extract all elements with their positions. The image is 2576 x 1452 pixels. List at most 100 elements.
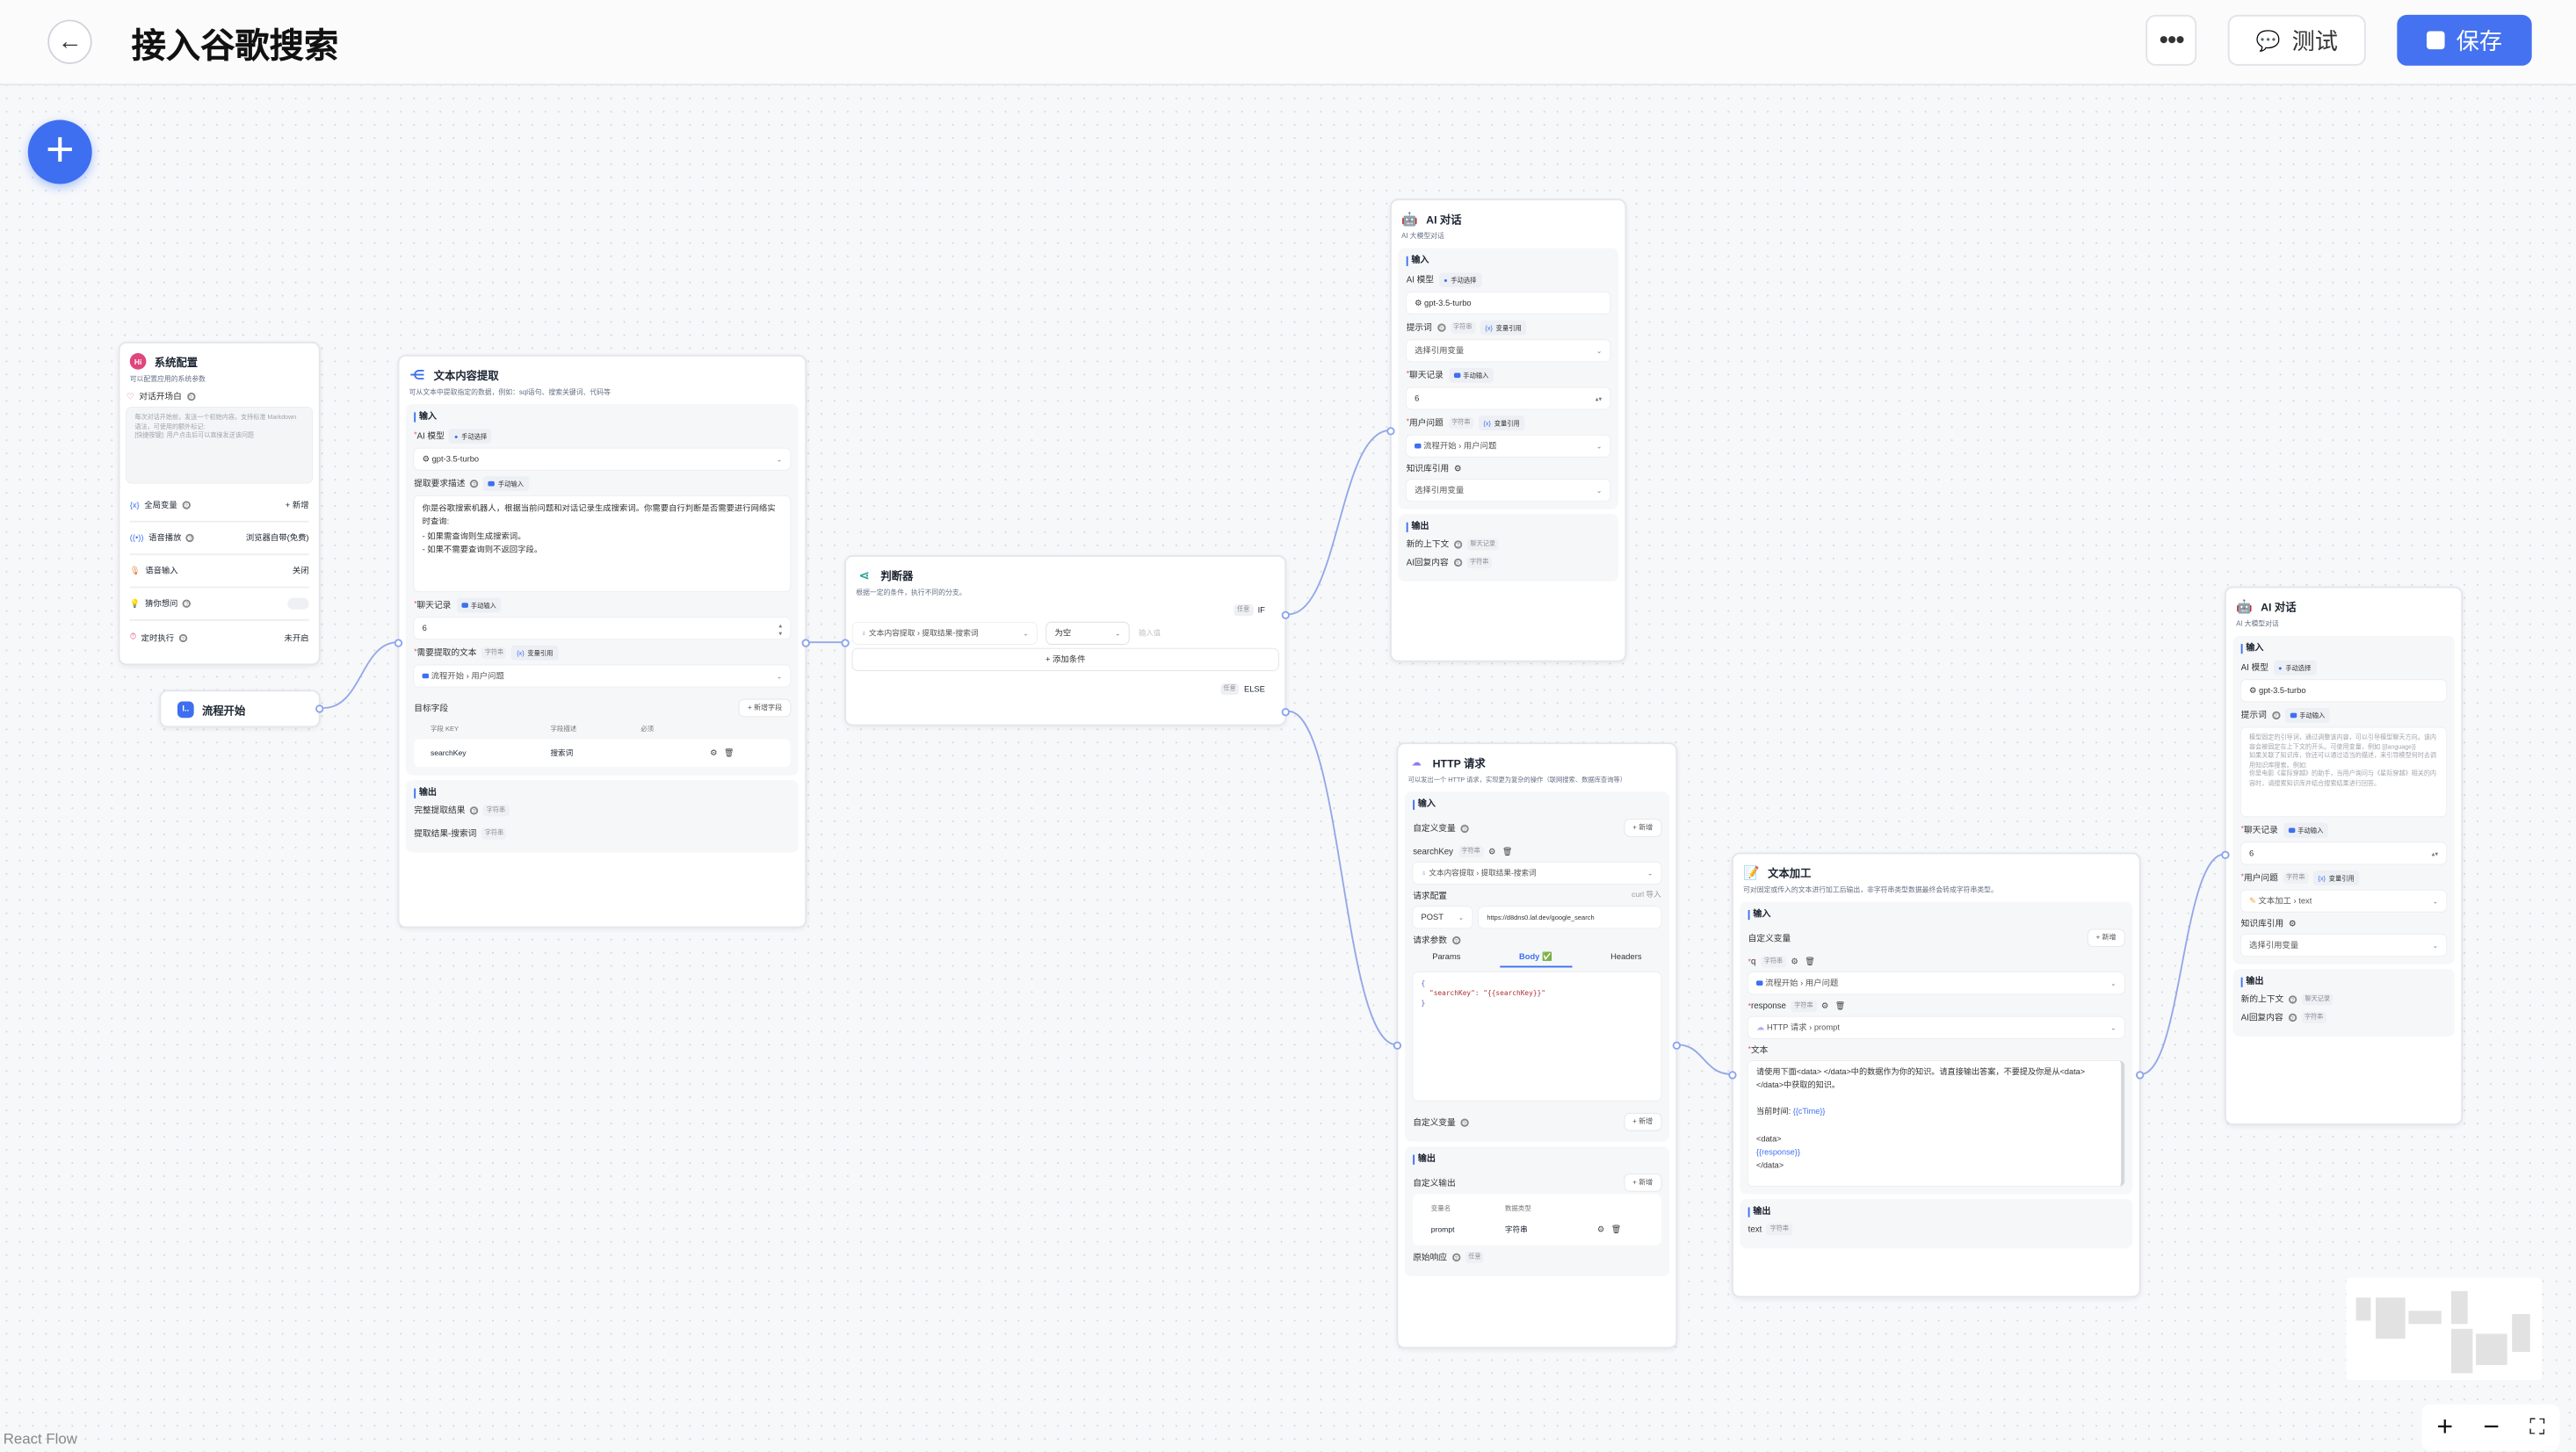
stepper-icon[interactable]: ▴▾ xyxy=(2431,849,2439,858)
node-ai-chat-1[interactable]: 🤖AI 对话 AI 大模型对话 输入 AI 模型●手动选择 ⚙ gpt-3.5-… xyxy=(1386,199,1627,662)
node-text-extract[interactable]: ⋲文本内容提取 可从文本中提取指定的数据，例如：sql语句、搜索关键词、代码等 … xyxy=(394,354,810,928)
test-button[interactable]: 💬测试 xyxy=(2227,14,2366,66)
trash-icon[interactable]: 🗑 xyxy=(1805,957,1816,967)
else-handle[interactable] xyxy=(1281,707,1290,717)
tts-select[interactable]: 浏览器自带(免费) xyxy=(245,533,309,544)
node-flow-start[interactable]: I..流程开始 xyxy=(159,690,324,728)
stepper-icon[interactable]: ▴▾ xyxy=(778,619,783,637)
model-select[interactable]: ⚙ gpt-3.5-turbo xyxy=(2240,680,2447,702)
voice-input-select[interactable]: 关闭 xyxy=(292,567,309,577)
mode-tag[interactable]: {x}变量引用 xyxy=(511,645,559,661)
history-number-input[interactable]: 6▴▾ xyxy=(2240,842,2447,864)
ref-field: 用户问题 xyxy=(471,671,504,683)
input-handle[interactable] xyxy=(2221,850,2230,860)
add-var-button[interactable]: + 新增 xyxy=(2088,929,2124,947)
tab-params[interactable]: Params xyxy=(1432,952,1461,963)
more-button[interactable]: ●●● xyxy=(2145,14,2197,66)
welcome-textarea[interactable]: 每次对话开始前，发送一个初始内容。支持标准 Markdown 语法，可使用的额外… xyxy=(126,407,313,483)
gear-icon[interactable]: ⚙ xyxy=(2288,919,2297,929)
add-output-button[interactable]: + 新增 xyxy=(1624,1174,1661,1191)
trash-icon[interactable]: 🗑 xyxy=(1501,846,1513,857)
mode-tag[interactable]: {x}变量引用 xyxy=(1480,320,1527,336)
var-reference-select[interactable]: 流程开始 › 用户问题⌄ xyxy=(1747,972,2124,994)
question-select[interactable]: 流程开始 › 用户问题⌄ xyxy=(1406,435,1610,457)
extract-description-textarea[interactable]: 你是谷歌搜索机器人，根据当前问题和对话记录生成搜索词。你需要自行判断是否需要进行… xyxy=(414,495,791,592)
zoom-in-button[interactable]: + xyxy=(2436,1411,2454,1442)
mode-tag[interactable]: {x}变量引用 xyxy=(1478,415,1525,430)
condition-value-input[interactable]: 输入值 xyxy=(1138,628,1161,637)
add-global-var-button[interactable]: + 新增 xyxy=(285,501,309,511)
mode-tag[interactable]: 手动输入 xyxy=(455,597,502,613)
gear-icon[interactable]: ⚙ xyxy=(1791,957,1798,967)
method-select[interactable]: POST⌄ xyxy=(1413,907,1473,928)
gear-icon[interactable]: ⚙ xyxy=(1488,846,1496,857)
output-handle[interactable] xyxy=(801,639,810,647)
input-handle[interactable] xyxy=(1393,1041,1402,1050)
schedule-select[interactable]: 未开启 xyxy=(284,632,309,644)
var-reference-select[interactable]: ♁ 文本内容提取 › 提取结果-搜索词⌄ xyxy=(1413,862,1661,885)
input-handle[interactable] xyxy=(1728,1071,1737,1080)
node-text-processing[interactable]: 📝文本加工 可对固定或传入的文本进行加工后输出，非字符串类型数据最终会转成字符串… xyxy=(1728,852,2145,1298)
condition-operator-select[interactable]: 为空⌄ xyxy=(1046,622,1129,645)
output-handle[interactable] xyxy=(1672,1041,1682,1050)
text-reference-select[interactable]: 流程开始 › 用户问题⌄ xyxy=(414,665,791,687)
gear-icon[interactable]: ⚙ xyxy=(710,748,718,759)
prompt-textarea[interactable]: 模型固定的引导词，通过调整该内容，可以引导模型聊天方向。该内容会被固定在上下文的… xyxy=(2240,727,2447,817)
question-select[interactable]: ✎ 文本加工 › text⌄ xyxy=(2240,890,2447,912)
trash-icon[interactable]: 🗑 xyxy=(723,748,734,759)
add-condition-button[interactable]: + 添加条件 xyxy=(852,648,1278,670)
tab-headers[interactable]: Headers xyxy=(1610,952,1642,963)
url-input[interactable]: https://d8dns0.laf.dev/google_search xyxy=(1479,907,1661,928)
var-reference-select[interactable]: ☁ HTTP 请求 › prompt⌄ xyxy=(1747,1016,2124,1038)
input-handle[interactable] xyxy=(841,639,850,647)
curl-import-link[interactable]: curl 导入 xyxy=(1632,890,1661,899)
input-icon xyxy=(1453,372,1460,379)
stepper-icon[interactable]: ▴▾ xyxy=(1595,394,1603,403)
zoom-out-button[interactable]: − xyxy=(2483,1411,2500,1442)
text-template-editor[interactable]: 请使用下面<data> </data>中的数据作为你的知识。请直接输出答案，不要… xyxy=(1747,1061,2124,1187)
prompt-select[interactable]: 选择引用变量⌄ xyxy=(1406,340,1610,362)
model-select[interactable]: ⚙ gpt-3.5-turbo xyxy=(1406,292,1610,314)
history-number-input[interactable]: 6▴▾ xyxy=(1406,387,1610,409)
add-node-button[interactable]: + xyxy=(27,119,92,184)
output-handle[interactable] xyxy=(2136,1071,2145,1080)
output-handle[interactable] xyxy=(315,704,324,713)
add-var-button[interactable]: + 新增 xyxy=(1624,820,1661,836)
node-ai-chat-2[interactable]: 🤖AI 对话 AI 大模型对话 输入 AI 模型●手动选择 ⚙ gpt-3.5-… xyxy=(2221,586,2464,1125)
add-field-button[interactable]: + 新增字段 xyxy=(739,699,791,717)
body-editor[interactable]: { "searchKey": "{{searchKey}}"} xyxy=(1413,972,1661,1101)
minimap[interactable] xyxy=(2346,1277,2542,1380)
history-number-input[interactable]: 6▴▾ xyxy=(414,618,791,639)
mode-tag[interactable]: ●手动选择 xyxy=(1438,272,1482,288)
gear-icon[interactable]: ⚙ xyxy=(1453,464,1462,474)
model-select[interactable]: ⚙ gpt-3.5-turbo⌄ xyxy=(414,448,791,470)
fit-view-icon[interactable]: ⛶ xyxy=(2529,1414,2545,1440)
suggest-toggle[interactable] xyxy=(287,597,309,610)
input-handle[interactable] xyxy=(394,639,403,647)
mode-tag[interactable]: ●手动选择 xyxy=(449,429,492,444)
if-handle[interactable] xyxy=(1281,610,1290,619)
kb-select[interactable]: 选择引用变量⌄ xyxy=(2240,935,2447,957)
gear-icon[interactable]: ⚙ xyxy=(1820,1001,1829,1011)
mode-tag[interactable]: 手动输入 xyxy=(483,476,529,492)
condition-variable-select[interactable]: ♁ 文本内容提取 › 提取结果-搜索词⌄ xyxy=(852,622,1037,645)
mode-tag[interactable]: 手动输入 xyxy=(2284,707,2330,723)
gear-icon[interactable]: ⚙ xyxy=(1596,1224,1605,1235)
mode-tag[interactable]: ●手动选择 xyxy=(2273,660,2317,675)
kb-select[interactable]: 选择引用变量⌄ xyxy=(1406,480,1610,502)
node-http-request[interactable]: ☁HTTP 请求 可以发出一个 HTTP 请求，实现更为复杂的操作（联网搜索、数… xyxy=(1393,742,1682,1349)
react-flow-attribution[interactable]: React Flow xyxy=(3,1430,77,1448)
mode-tag[interactable]: 手动输入 xyxy=(1448,367,1494,383)
trash-icon[interactable]: 🗑 xyxy=(1610,1224,1622,1235)
trash-icon[interactable]: 🗑 xyxy=(1834,1001,1846,1011)
add-var-button[interactable]: + 新增 xyxy=(1624,1113,1661,1131)
mode-tag[interactable]: 手动输入 xyxy=(2283,822,2328,838)
back-button[interactable]: ← xyxy=(47,19,92,64)
tab-body[interactable]: Body ✅ xyxy=(1499,953,1573,968)
save-button[interactable]: 保存 xyxy=(2397,14,2532,66)
mode-tag[interactable]: {x}变量引用 xyxy=(2312,870,2360,885)
input-handle[interactable] xyxy=(1386,427,1395,436)
